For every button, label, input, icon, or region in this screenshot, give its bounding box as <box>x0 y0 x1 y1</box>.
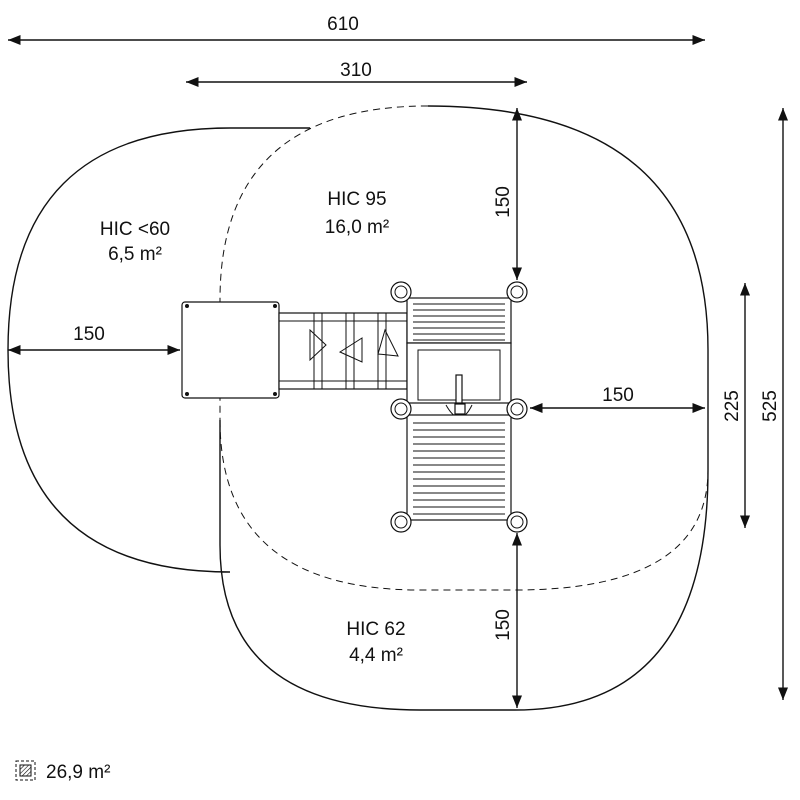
zone-main-outline <box>219 105 709 711</box>
dim-top-offset: 150 <box>493 186 514 218</box>
zone-95-dashed-boundary-lower <box>219 419 709 591</box>
zone-left-area: 6,5 m² <box>108 244 162 265</box>
posts <box>390 281 528 533</box>
zone-left-hic: HIC <60 <box>100 219 170 240</box>
dim-bottom-offset: 150 <box>493 609 514 641</box>
dim-structure-depth: 225 <box>722 390 743 422</box>
zone-main-hic: HIC 95 <box>327 189 386 210</box>
play-structure <box>181 281 528 533</box>
dim-left-offset: 150 <box>73 324 105 345</box>
dimension-lines <box>8 34 789 708</box>
lower-deck <box>406 414 512 521</box>
dim-total-width: 610 <box>327 14 359 35</box>
zone-bottom-hic: HIC 62 <box>346 619 405 640</box>
legend-total-area: 26,9 m² <box>46 762 110 783</box>
bridge <box>278 312 408 390</box>
upper-deck <box>406 297 512 344</box>
zone-bottom-area: 4,4 m² <box>349 645 403 666</box>
zone-main-area: 16,0 m² <box>325 217 389 238</box>
dim-right-offset: 150 <box>602 385 634 406</box>
zone-95-dashed-boundary <box>219 105 429 420</box>
hatched-area-icon <box>15 760 36 781</box>
left-platform <box>181 301 280 399</box>
dim-structure-width: 310 <box>340 60 372 81</box>
dim-total-depth: 525 <box>760 390 781 422</box>
